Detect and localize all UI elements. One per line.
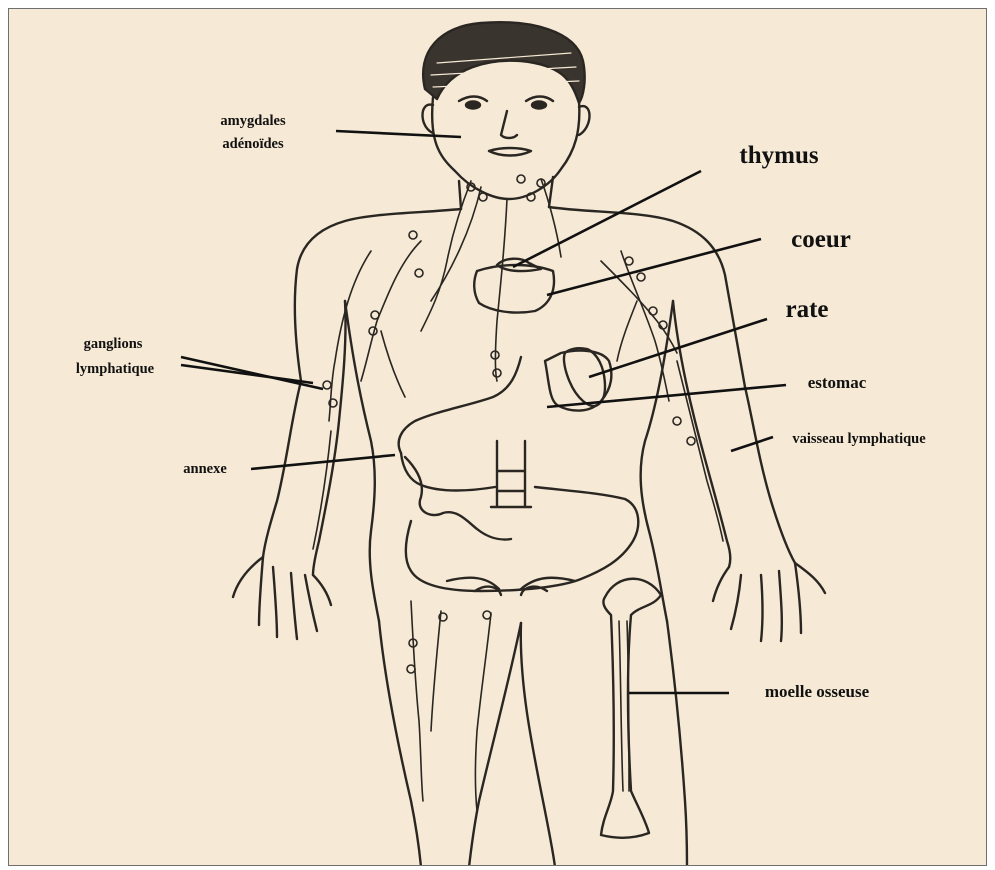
label-amygdales: amygdales [220, 113, 286, 129]
leader-ganglions-2 [181, 365, 313, 383]
label-adenoides: adénoïdes [222, 136, 284, 152]
label-ganglions: ganglions [84, 336, 143, 352]
leader-lines [181, 131, 786, 693]
leader-ganglions-1 [181, 357, 323, 389]
label-estomac: estomac [808, 373, 867, 392]
lymphatic-system-diagram: amygdales adénoïdes thymus coeur rate ga… [9, 9, 987, 866]
label-rate: rate [785, 296, 828, 323]
label-thymus: thymus [739, 142, 818, 169]
rectum [491, 441, 531, 507]
label-coeur: coeur [791, 226, 851, 253]
label-vaisseau-lymphatique: vaisseau lymphatique [792, 431, 926, 447]
femur-bone [601, 579, 661, 838]
labels: amygdales adénoïdes thymus coeur rate ga… [76, 113, 926, 701]
leader-rate [589, 319, 767, 377]
illustration-frame: amygdales adénoïdes thymus coeur rate ga… [8, 8, 987, 866]
intestine [401, 453, 638, 591]
spleen-organ [564, 348, 605, 406]
label-annexe: annexe [183, 461, 227, 477]
label-lymphatique: lymphatique [76, 361, 155, 377]
leader-vaisseau [731, 437, 773, 451]
label-moelle-osseuse: moelle osseuse [765, 682, 870, 701]
heart-organ [474, 265, 554, 313]
body-outline [233, 22, 825, 866]
stomach-organ [399, 351, 612, 453]
leader-thymus [513, 171, 701, 267]
colon [405, 457, 511, 540]
leader-amygdales [336, 131, 461, 137]
leader-coeur [547, 239, 761, 295]
